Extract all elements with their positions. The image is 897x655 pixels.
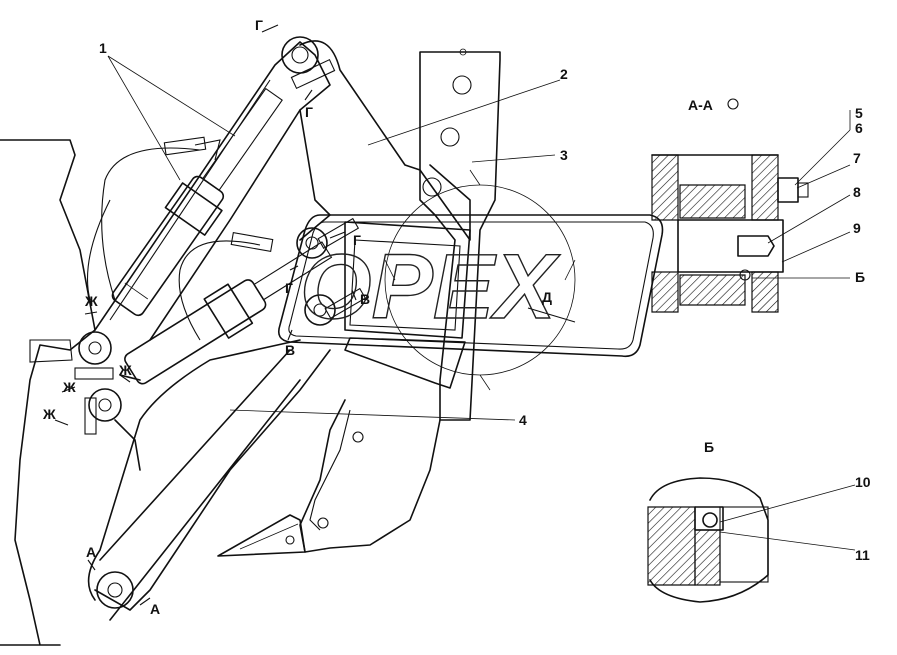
section-aa-left-wall [651,154,679,221]
mark-zh-2: Ж [62,379,76,395]
mark-g-4: Г [285,280,293,296]
callout-11: 11 [855,547,870,563]
section-aa-title: А-А [688,97,713,113]
section-aa-oring [739,269,751,281]
callout-6: 6 [855,120,863,136]
ripper-tooth [217,514,306,557]
housing-box-front [349,239,461,331]
bracket-plate [299,40,471,241]
callout-3: 3 [560,147,568,163]
mark-v-1: В [360,291,370,307]
mark-zh-3: Ж [118,362,132,378]
detail-b-ref: Б [855,269,865,285]
section-aa-bushing-top [679,184,746,219]
mark-zh-4: Ж [42,406,56,422]
retainer-v [324,287,367,319]
pin-left-2-inner [98,398,112,412]
callout-8: 8 [853,184,861,200]
callout-1: 1 [99,40,107,56]
detail-b [647,477,769,603]
pin-left-1 [78,331,112,365]
detail-b-hatch-left [647,506,696,586]
section-aa-rotation-icon [727,98,739,110]
watermark-group: OPEX [299,169,576,391]
pin-left-2 [88,388,122,422]
pin-bottom [96,571,134,609]
beam-hole-1 [452,75,472,95]
detail-b-oring [702,512,718,528]
boom-frame [277,214,664,358]
section-aa-left-wall-low [651,271,679,313]
beam-hole-2 [440,127,460,147]
ripper-shank [299,399,441,553]
retainer-zh2 [84,397,97,435]
main-assembly-view [0,36,664,646]
shank-hole-1 [352,431,364,443]
boom-frame-inner [288,221,654,350]
section-aa-plug [737,235,775,257]
detail-b-hatch-mid [694,529,721,586]
section-aa-bolt [797,182,809,198]
lower-cylinder [124,241,333,385]
pin-top-inner [291,46,309,64]
pin-mid-2 [304,294,336,326]
labels: 1 2 3 4 5 6 7 8 9 10 11 А-А Б Б Г Г Г Г … [42,17,871,617]
mark-d: Д [542,289,552,305]
detail-b-pin [719,506,769,583]
hose-lower [178,240,261,341]
hose-fitting-2 [230,231,274,253]
callout-10: 10 [855,474,871,490]
hose-upper [101,147,201,301]
callout-4: 4 [519,412,527,428]
mark-a-1: А [86,544,96,560]
pin-left-1-inner [88,341,102,355]
mark-g-3: Г [353,232,361,248]
callout-2: 2 [560,66,568,82]
section-aa-pin [677,219,784,273]
section-aa-bushing-bot [679,274,746,306]
upper-cylinder [111,87,283,317]
ripper-shank-inner [309,409,351,531]
hose-fitting-1 [163,136,207,156]
view-arrows [54,24,576,606]
boom-arm [94,349,331,621]
shank-hole-2 [317,517,329,529]
section-aa [651,154,809,313]
mark-g-1: Г [255,17,263,33]
housing-box [344,221,471,339]
section-aa-right-wall [751,154,779,221]
housing-lower [344,337,466,389]
shank-hole-3 [285,535,295,545]
hose-upper-b [194,139,221,161]
mark-g-2: Г [305,104,313,120]
frame-plate [29,339,73,363]
callout-7: 7 [853,150,861,166]
callout-9: 9 [853,220,861,236]
section-aa-cap [777,177,799,203]
retainer-zh1 [74,367,114,380]
beam-hole-3 [422,177,442,197]
upper-arm [94,41,331,341]
section-aa-right-wall-low [751,271,779,313]
leader-lines [107,55,856,551]
vertical-beam [419,51,501,421]
watermark-text: OPEX [300,236,560,338]
pin-mid-1 [296,227,328,259]
callout-5: 5 [855,105,863,121]
boom-outer [87,339,301,601]
mark-v-2: В [285,342,295,358]
left-curve [86,199,111,301]
frame-outline [0,139,96,646]
pin-bottom-inner [107,582,123,598]
beam-top-pin [459,48,467,56]
retainer-top [290,58,336,90]
detail-b-seal-groove [694,506,724,531]
mark-zh-1: Ж [84,293,98,309]
detail-b-title: Б [704,439,714,455]
mark-a-2: А [150,601,160,617]
left-link [114,374,141,471]
